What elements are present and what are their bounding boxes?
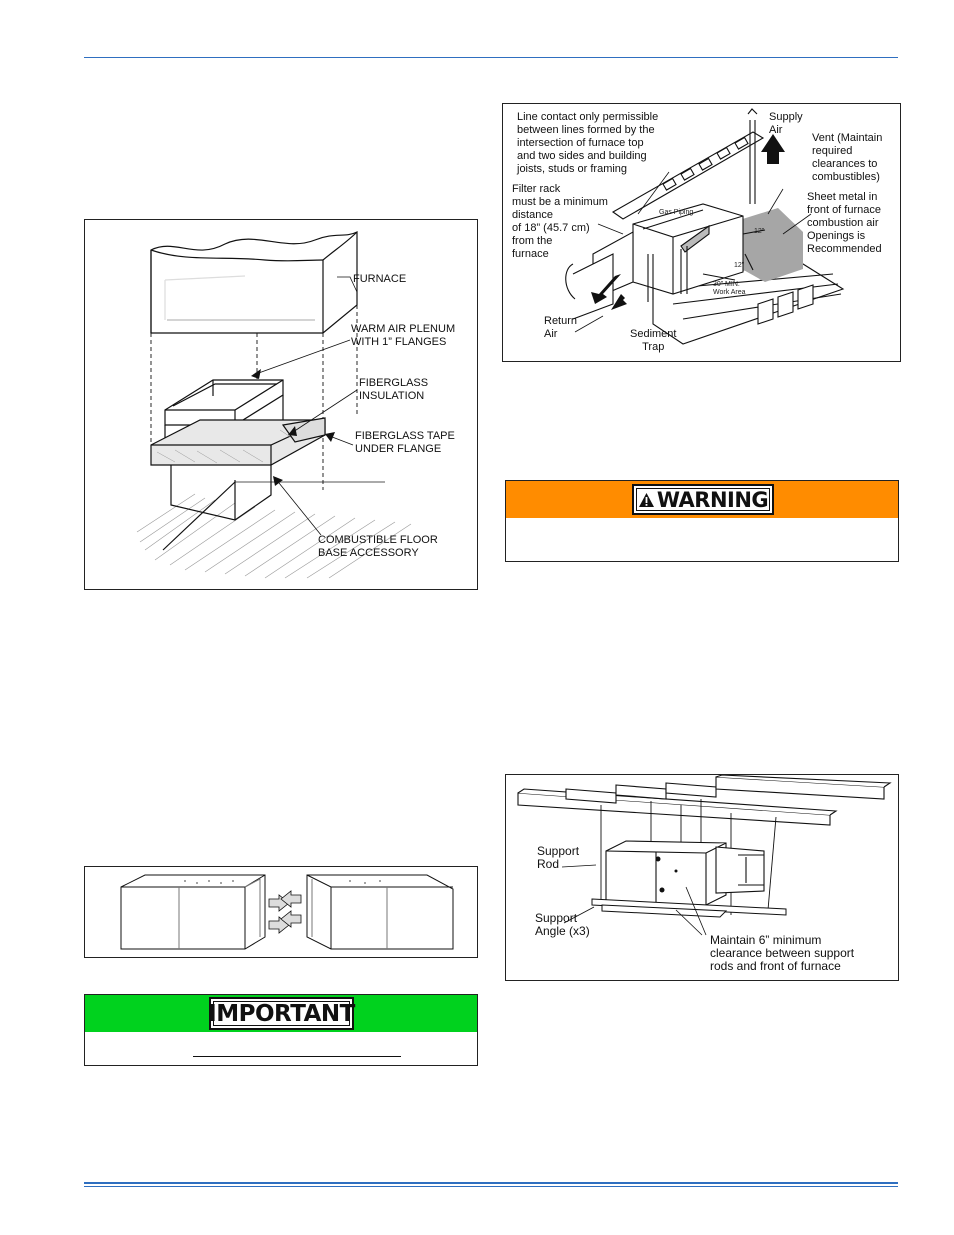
- suspended-furnace-figure: Support Rod Support Angle (x3) Maintain …: [505, 774, 899, 981]
- support-rod-label: Support Rod: [537, 844, 580, 871]
- return-air-label: Return Air: [544, 315, 578, 340]
- filter-rack-label: Filter rack must be a minimum distance o…: [512, 183, 608, 260]
- gas-piping-label: Gas Piping: [659, 209, 694, 216]
- dim-12-upper: 12”: [754, 228, 765, 235]
- attic-illustration: [565, 108, 845, 345]
- header-rule: [84, 57, 898, 58]
- suspension-illustration: [517, 775, 892, 936]
- warning-label: WARNING: [656, 487, 769, 512]
- work-area-label: 30” MIN. Work Area: [713, 281, 746, 296]
- footer-rule-thin: [84, 1186, 898, 1187]
- vent-label: Vent (Maintain required clearances to co…: [812, 132, 883, 183]
- footer-rule: [84, 1182, 898, 1184]
- line-contact-label: Line contact only permissible between li…: [517, 111, 659, 175]
- plenum-label: WARM AIR PLENUM WITH 1” FLANGES: [351, 323, 456, 348]
- sediment-trap-label: Sediment Trap: [630, 328, 677, 353]
- sheet-metal-label: Sheet metal in front of furnace combusti…: [807, 191, 882, 255]
- attic-installation-figure: Line contact only permissible between li…: [502, 103, 901, 362]
- warning-badge: WARNING: [632, 484, 774, 515]
- important-badge: IMPORTANT: [208, 997, 355, 1030]
- insulation-label: FIBERGLASS INSULATION: [359, 377, 429, 402]
- support-angle-label: Support Angle (x3): [535, 911, 590, 938]
- furnace-sections-illustration: [120, 874, 454, 950]
- tape-label: FIBERGLASS TAPE UNDER FLANGE: [355, 430, 455, 455]
- floor-base-label: COMBUSTIBLE FLOOR BASE ACCESSORY: [318, 534, 438, 559]
- warning-triangle-icon: [638, 492, 654, 507]
- furnace-sections-figure: [84, 866, 478, 958]
- important-underline: [193, 1056, 401, 1057]
- dim-12-lower: 12”: [734, 262, 745, 269]
- important-banner: IMPORTANT: [84, 994, 478, 1066]
- warning-banner: WARNING: [505, 480, 899, 562]
- plenum-illustration: [136, 231, 412, 579]
- supply-air-label: Supply Air: [769, 111, 803, 136]
- clearance-label: Maintain 6” minimum clearance between su…: [710, 933, 855, 973]
- important-label: IMPORTANT: [208, 1000, 355, 1027]
- plenum-floor-base-figure: FURNACE WARM AIR PLENUM WITH 1” FLANGES …: [84, 219, 478, 590]
- furnace-label: FURNACE: [353, 273, 407, 285]
